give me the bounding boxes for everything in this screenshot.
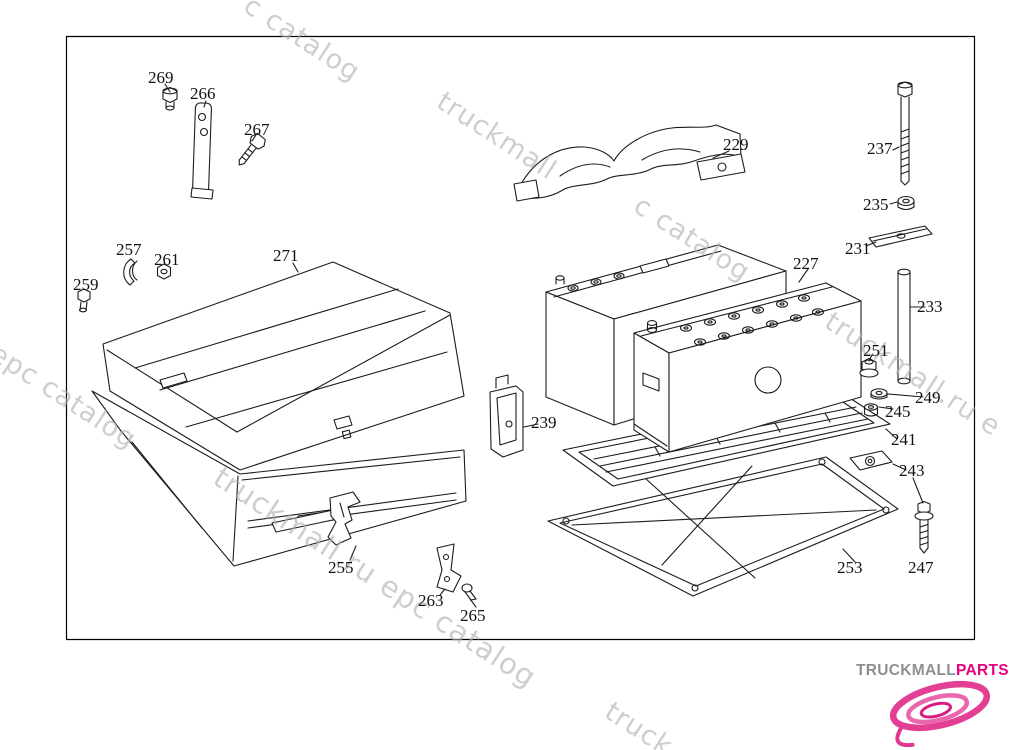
part-label: 263 xyxy=(418,591,444,610)
long-bolt-drawing xyxy=(897,81,913,186)
part-label: 259 xyxy=(73,275,99,294)
diagram-frame xyxy=(65,35,976,641)
bolt-247-drawing xyxy=(914,500,934,554)
nut-261-drawing xyxy=(156,263,172,280)
part-label: 241 xyxy=(891,430,917,449)
brand-accent: PARTS xyxy=(955,662,1009,679)
brand-logo: TRUCKMALLPARTS xyxy=(856,662,1009,680)
part-label: 251 xyxy=(863,341,889,360)
nut-235-drawing xyxy=(897,195,915,211)
part-label: 233 xyxy=(917,297,943,316)
bolt-259-drawing xyxy=(77,288,91,313)
part-label: 267 xyxy=(244,120,270,139)
support-bracket-drawing xyxy=(436,543,462,593)
part-label: 247 xyxy=(908,558,934,577)
part-label: 239 xyxy=(531,413,557,432)
part-label: 245 xyxy=(885,402,911,421)
part-label: 261 xyxy=(154,250,180,269)
flange-nut-drawing xyxy=(859,357,879,378)
leader-lines xyxy=(164,83,926,608)
part-label: 269 xyxy=(148,68,174,87)
part-label: 266 xyxy=(190,84,216,103)
retainer-bracket-drawing xyxy=(489,374,524,458)
mounting-plate-drawing xyxy=(849,450,893,471)
part-label: 255 xyxy=(328,558,354,577)
brand-name: TRUCKMALL xyxy=(856,662,956,679)
spacer-tube-drawing xyxy=(897,268,911,385)
grommet-drawing xyxy=(863,403,879,417)
screw-265-drawing xyxy=(461,583,477,601)
bolt-269-drawing xyxy=(162,86,178,111)
brand-logo-swirl xyxy=(889,680,991,748)
part-label: 229 xyxy=(723,135,749,154)
part-label: 249 xyxy=(915,388,941,407)
clamp-bracket-drawing xyxy=(327,491,361,546)
battery-drawing xyxy=(633,282,862,453)
hold-down-cover-drawing xyxy=(513,124,746,202)
part-label: 265 xyxy=(460,606,486,625)
part-label: 271 xyxy=(273,246,299,265)
part-label: 243 xyxy=(899,461,925,480)
battery-cover-drawing xyxy=(102,261,465,471)
washer-drawing xyxy=(870,388,888,400)
part-label: 253 xyxy=(837,558,863,577)
strap-bracket-drawing xyxy=(868,225,933,248)
part-label: 231 xyxy=(845,239,871,258)
part-label: 257 xyxy=(116,240,142,259)
part-label: 235 xyxy=(863,195,889,214)
bracket-266-drawing xyxy=(190,102,214,200)
floor-panel-drawing xyxy=(547,456,899,597)
part-label: 237 xyxy=(867,139,893,158)
spring-clip-drawing xyxy=(123,258,138,286)
part-label: 227 xyxy=(793,254,819,273)
battery-box-drawing xyxy=(91,390,467,567)
